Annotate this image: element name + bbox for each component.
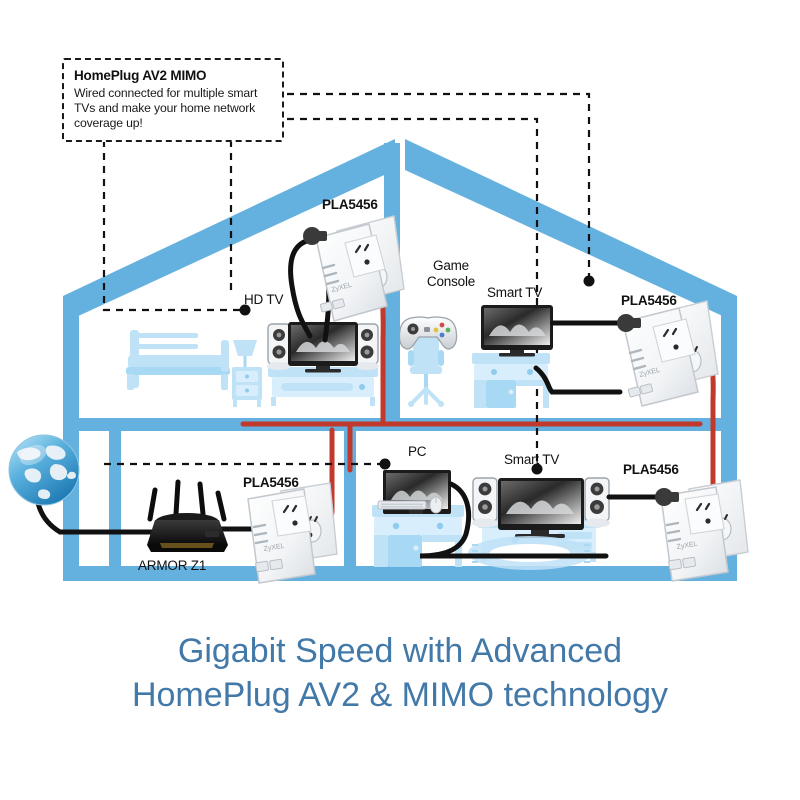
label-router: ARMOR Z1 (138, 558, 207, 573)
adapter-socket-lower-left (271, 495, 312, 537)
label-smart-tv-lower: Smart TV (504, 452, 560, 467)
adapter-ports-lower-right (668, 556, 696, 571)
smart-tv-icon-upper (481, 305, 553, 357)
roof-left-thick (63, 139, 395, 318)
svg-text:ZyXEL: ZyXEL (676, 541, 698, 551)
nightstand-icon (232, 367, 262, 407)
svg-text:ZyXEL: ZyXEL (263, 543, 285, 553)
adapter-leds-upper-right (628, 348, 647, 371)
speaker-icon-lower-right (584, 477, 610, 528)
speaker-icon-left (267, 323, 291, 370)
adapter-socket-attic (344, 234, 386, 278)
callout-body: Wired connected for multiple smart TVs a… (74, 85, 258, 130)
house-base (63, 566, 737, 581)
office-chair-icon (408, 333, 444, 407)
adapter-ports-upper-right (627, 383, 653, 398)
gamepad-icon (398, 316, 458, 350)
label-adapter-upper-right: PLA5456 (621, 293, 677, 308)
powerline-adapter-attic: ZyXEL (303, 215, 405, 322)
callout-box: HomePlug AV2 MIMO Wired connected for mu… (62, 58, 284, 142)
leader-to-right-floor (287, 117, 539, 468)
callout-title: HomePlug AV2 MIMO (74, 68, 207, 83)
label-adapter-attic: PLA5456 (322, 197, 378, 212)
adapter-ports-attic (319, 298, 345, 313)
roof-right (405, 139, 737, 318)
caption-line-2: HomePlug AV2 & MIMO technology (131, 675, 669, 714)
caption: Gigabit Speed with Advanced HomePlug AV2… (0, 630, 800, 717)
house-structure (63, 139, 737, 581)
router-icon (147, 479, 228, 552)
cable-desk-to-adapter-upper (533, 365, 623, 395)
label-game-console-line2: Console (426, 274, 476, 289)
adapter-socket-upper-right (652, 318, 696, 363)
label-adapter-lower-right: PLA5456 (623, 462, 679, 477)
caption-line-1: Gigabit Speed with Advanced (177, 632, 623, 670)
adapter-leds-attic (321, 263, 340, 286)
bed-icon (126, 330, 230, 390)
adapter-socket-lower-right (684, 493, 725, 535)
powerline-adapter-lower-right: ZyXEL (655, 479, 749, 582)
smart-tv-icon-lower (498, 478, 584, 538)
label-pc: PC (408, 444, 427, 459)
adapter-ports-lower-left (255, 558, 283, 573)
cable-pc-to-adapter-lower (419, 481, 609, 559)
adapter-leds-lower-right (665, 521, 682, 543)
ethernet-plug-upper-right (617, 314, 641, 332)
adapter-leds-lower-left (252, 523, 269, 545)
dot-pc (379, 458, 391, 470)
wall-stub-left-top (109, 418, 165, 430)
label-adapter-lower-left: PLA5456 (243, 475, 299, 490)
ethernet-plug-lower-right (655, 488, 679, 506)
bedroom-furniture (126, 322, 379, 407)
tv-stand-icon (268, 367, 378, 406)
leader-to-hdtv (102, 140, 240, 312)
wall-stub-left (109, 418, 121, 566)
hd-tv-icon (288, 322, 358, 373)
dot-right-floor (531, 463, 543, 475)
callout-leader-lines (102, 92, 591, 468)
globe-icon (8, 434, 80, 506)
keyboard-icon (377, 500, 427, 510)
lamp-icon (233, 340, 257, 368)
upper-right-furniture (398, 305, 553, 408)
powerline-adapter-upper-right: ZyXEL (617, 300, 719, 407)
label-hd-tv: HD TV (244, 292, 284, 307)
label-game-console-line1: Game (433, 258, 469, 273)
label-smart-tv-upper: Smart TV (487, 285, 543, 300)
ethernet-plug-attic (303, 227, 327, 245)
powerline-adapter-lower-left: ZyXEL (247, 482, 338, 584)
leader-end-dots (239, 275, 595, 475)
speaker-icon-right (355, 323, 379, 370)
speaker-icon-lower-left (472, 477, 498, 528)
desk-icon-upper (472, 353, 550, 408)
exterior-wall-left (63, 296, 79, 581)
cable-attic-adapter-to-hdtv (288, 237, 313, 339)
rug-icon (468, 536, 592, 570)
dot-hdtv (239, 304, 251, 316)
mouse-icon (429, 496, 443, 514)
leader-to-smarttv-upper (287, 92, 591, 280)
lower-right-furniture (372, 470, 610, 570)
dot-smarttv-upper (583, 275, 595, 287)
